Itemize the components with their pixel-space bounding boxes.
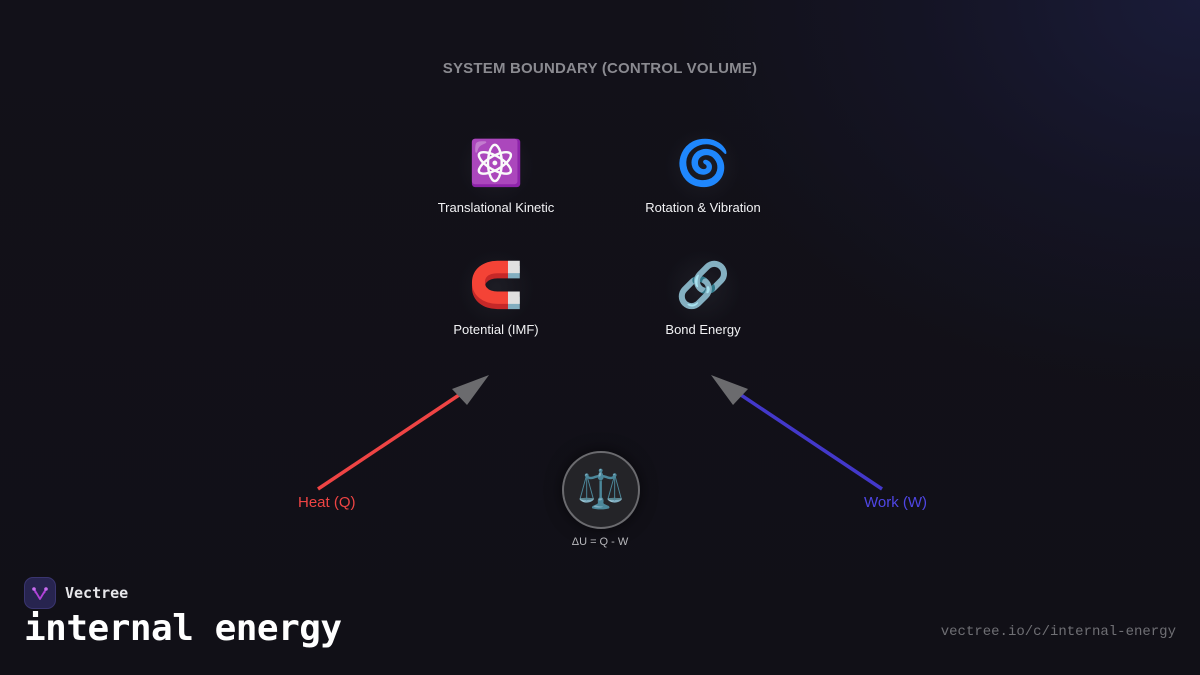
component-rotation-vibration: 🌀 Rotation & Vibration xyxy=(603,128,803,215)
component-label: Rotation & Vibration xyxy=(645,200,761,215)
system-boundary-title: SYSTEM BOUNDARY (CONTROL VOLUME) xyxy=(442,60,758,77)
component-potential-imf: 🧲 Potential (IMF) xyxy=(396,250,596,337)
heat-flow-label: Heat (Q) xyxy=(298,494,356,511)
component-label: Bond Energy xyxy=(665,322,741,337)
work-arrowhead-icon xyxy=(711,375,748,405)
heat-arrow xyxy=(317,375,489,491)
page-url: vectree.io/c/internal-energy xyxy=(940,624,1176,640)
component-translational-kinetic: ⚛️ Translational Kinetic xyxy=(396,128,596,215)
component-label: Translational Kinetic xyxy=(437,200,555,215)
brand: Vectree xyxy=(24,577,128,609)
icon-backdrop xyxy=(458,128,534,204)
heat-arrowhead-icon xyxy=(452,375,489,405)
work-flow-label: Work (W) xyxy=(864,494,928,511)
first-law-equation: ΔU = Q - W xyxy=(571,536,629,548)
icon-backdrop xyxy=(458,250,534,326)
magnet-icon: 🧲 xyxy=(468,261,524,310)
vectree-logo-icon xyxy=(24,577,56,609)
icon-backdrop xyxy=(665,250,741,326)
component-bond-energy: 🔗 Bond Energy xyxy=(603,250,803,337)
work-arrow xyxy=(711,375,883,491)
chain-link-icon: 🔗 xyxy=(675,261,731,310)
brand-name: Vectree xyxy=(65,584,129,602)
atom-icon: ⚛️ xyxy=(468,139,524,188)
icon-backdrop xyxy=(665,128,741,204)
component-label: Potential (IMF) xyxy=(453,322,539,337)
energy-balance-node: ⚖️ xyxy=(562,451,640,529)
scales-icon: ⚖️ xyxy=(577,469,625,511)
cyclone-icon: 🌀 xyxy=(675,139,731,188)
page-title: internal energy xyxy=(24,608,342,649)
